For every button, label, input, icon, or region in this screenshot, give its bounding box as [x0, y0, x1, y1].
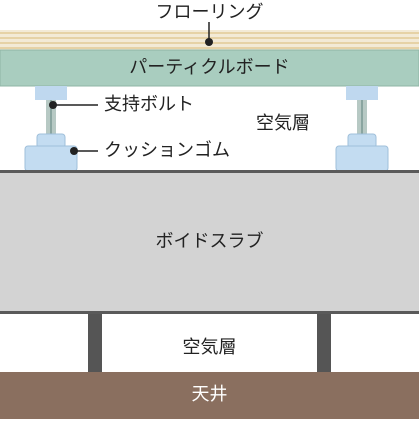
void-slab-top-edge: [0, 170, 419, 173]
bolt-top-plate-right: [346, 86, 378, 100]
label-support-bolt: 支持ボルト: [104, 94, 194, 115]
void-slab-bottom-edge: [0, 311, 419, 314]
label-air-layer-upper: 空気層: [256, 113, 310, 134]
leader-dot-cushion-rubber: [70, 147, 78, 155]
label-void-slab: ボイドスラブ: [155, 231, 264, 252]
particle-board-layer: [0, 49, 419, 87]
flooring-grain-stripe: [0, 47, 419, 49]
cushion-rubber-left: [24, 145, 78, 172]
support-assembly-right: [335, 86, 389, 172]
label-cushion-rubber: クッションゴム: [104, 140, 230, 161]
label-air-layer-lower: 空気層: [182, 337, 237, 358]
label-particle-board: パーティクルボード: [129, 57, 290, 78]
ceiling-hanger-right: [317, 314, 331, 372]
void-slab-layer: [0, 170, 419, 314]
leader-cushion-rubber: [70, 147, 98, 155]
leader-dot-support-bolt: [49, 101, 57, 109]
cushion-rubber-right: [335, 145, 389, 172]
void-slab-body: [0, 173, 419, 311]
leader-dot-flooring: [205, 38, 213, 46]
label-flooring: フローリング: [155, 2, 264, 23]
support-bolt-core-left: [50, 100, 52, 140]
support-assembly-left: [24, 86, 78, 172]
ceiling-hanger-left: [88, 314, 102, 372]
leader-support-bolt: [49, 101, 98, 109]
ceiling-layer: [0, 372, 419, 419]
label-ceiling: 天井: [191, 384, 228, 405]
leader-flooring: [205, 22, 213, 46]
bolt-top-plate-left: [35, 86, 67, 100]
support-bolt-core-right: [361, 100, 363, 140]
